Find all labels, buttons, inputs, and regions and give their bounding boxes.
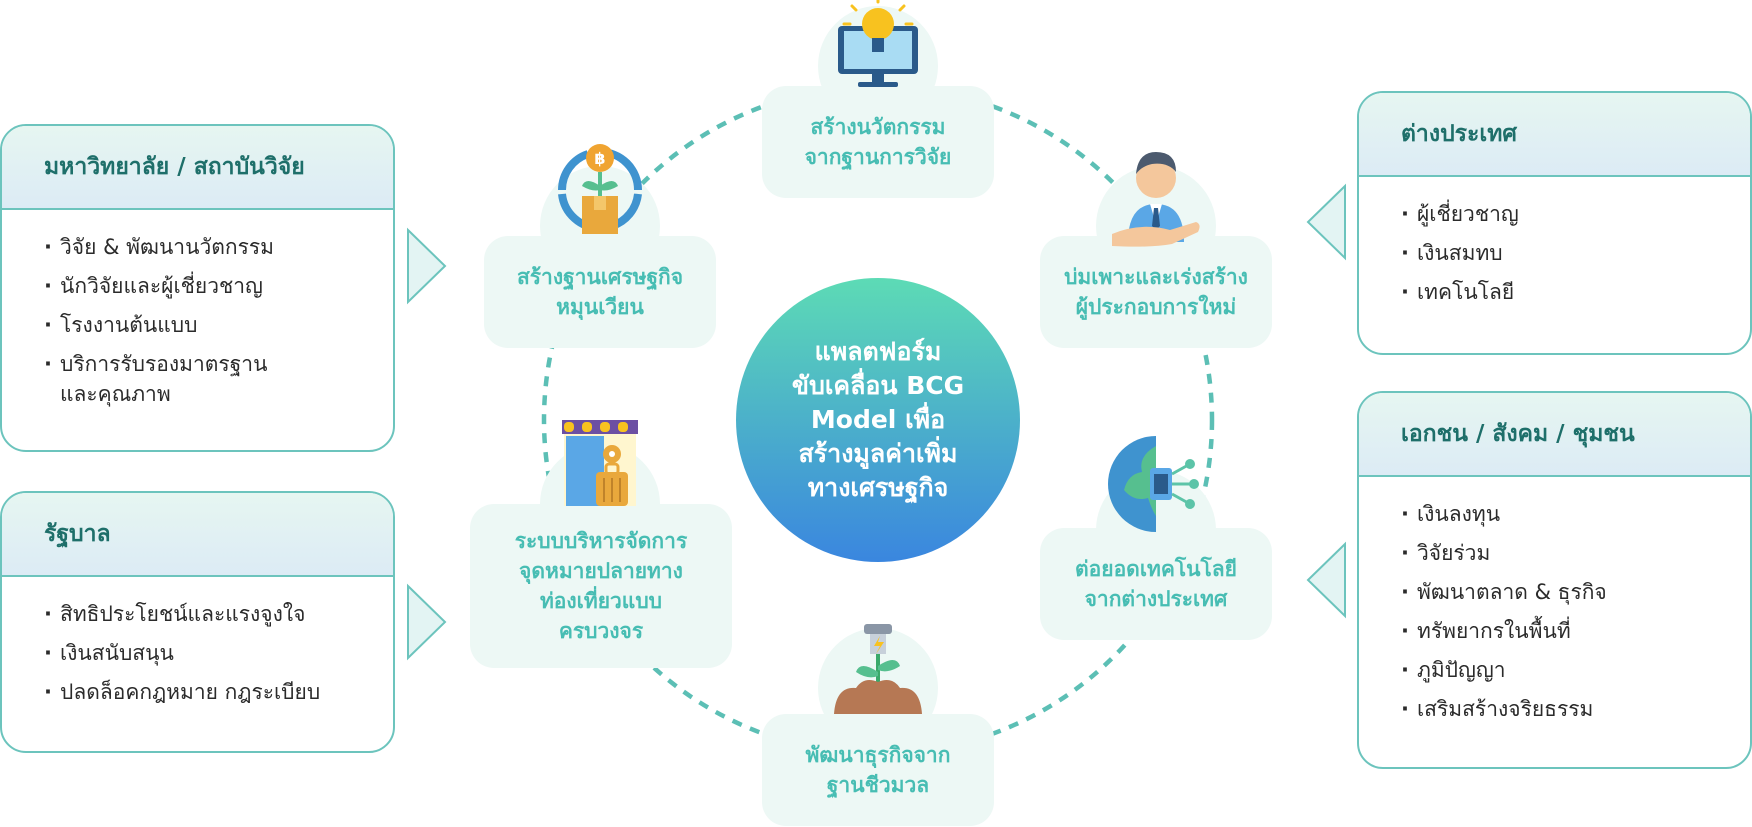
svg-text:฿: ฿ <box>594 149 605 168</box>
list-item: พัฒนาตลาด & ธุรกิจ <box>1401 577 1720 607</box>
step-card-tourism: ระบบบริหารจัดการ จุดหมายปลายทาง ท่องเที่… <box>470 504 732 668</box>
step-label: พัฒนาธุรกิจจาก ฐานชีวมวล <box>805 743 951 797</box>
list-item: ภูมิปัญญา <box>1401 655 1720 685</box>
list-item: ปลดล็อคกฎหมาย กฎระเบียบ <box>44 677 363 707</box>
panel-private: เอกชน / สังคม / ชุมชน เงินลงทุน วิจัยร่ว… <box>1357 391 1752 769</box>
step-label: บ่มเพาะและเร่งสร้าง ผู้ประกอบการใหม่ <box>1064 265 1248 319</box>
step-label: สร้างนวัตกรรม จากฐานการวิจัย <box>804 115 952 169</box>
panel-foreign: ต่างประเทศ ผู้เชี่ยวชาญ เงินสมทบ เทคโนโล… <box>1357 91 1752 355</box>
panel-title: เอกชน / สังคม / ชุมชน <box>1359 393 1750 477</box>
list-item: เงินสมทบ <box>1401 238 1720 268</box>
lightbulb-monitor-icon <box>838 0 918 87</box>
list-item: บริการรับรองมาตรฐาน และคุณภาพ <box>44 349 363 409</box>
panel-university: มหาวิทยาลัย / สถาบันวิจัย วิจัย & พัฒนาน… <box>0 124 395 452</box>
circular-economy-icon: ฿ <box>558 144 642 234</box>
list-item: โรงงานต้นแบบ <box>44 310 363 340</box>
globe-tech-icon <box>1108 436 1199 532</box>
panel-list: ผู้เชี่ยวชาญ เงินสมทบ เทคโนโลยี <box>1359 177 1750 307</box>
arrow-foreign <box>1306 183 1346 261</box>
panel-list: สิทธิประโยชน์และแรงจูงใจ เงินสนับสนุน ปล… <box>2 577 393 707</box>
plant-plug-icon <box>834 624 922 714</box>
cycle-ring <box>541 83 1215 757</box>
businessman-hand-icon <box>1112 152 1200 247</box>
center-title: แพลตฟอร์ม ขับเคลื่อน BCG Model เพื่อ สร้… <box>791 337 965 502</box>
list-item: สิทธิประโยชน์และแรงจูงใจ <box>44 599 363 629</box>
panel-list: วิจัย & พัฒนานวัตกรรม นักวิจัยและผู้เชี่… <box>2 210 393 409</box>
list-item: ทรัพยากรในพื้นที่ <box>1401 616 1720 646</box>
step-label: สร้างฐานเศรษฐกิจ หมุนเวียน <box>516 265 684 319</box>
tourism-luggage-icon <box>562 420 638 506</box>
panel-list: เงินลงทุน วิจัยร่วม พัฒนาตลาด & ธุรกิจ ท… <box>1359 477 1750 724</box>
list-item: วิจัย & พัฒนานวัตกรรม <box>44 232 363 262</box>
list-item: เทคโนโลยี <box>1401 277 1720 307</box>
arrow-university <box>407 227 447 305</box>
step-card-innovation: สร้างนวัตกรรม จากฐานการวิจัย <box>762 86 994 198</box>
center-circle: แพลตฟอร์ม ขับเคลื่อน BCG Model เพื่อ สร้… <box>736 278 1020 562</box>
panel-government: รัฐบาล สิทธิประโยชน์และแรงจูงใจ เงินสนับ… <box>0 491 395 753</box>
step-label: ระบบบริหารจัดการ จุดหมายปลายทาง ท่องเที่… <box>514 529 688 643</box>
list-item: ผู้เชี่ยวชาญ <box>1401 199 1720 229</box>
step-card-foreign-tech: ต่อยอดเทคโนโลยี จากต่างประเทศ <box>1040 528 1272 640</box>
list-item: นักวิจัยและผู้เชี่ยวชาญ <box>44 271 363 301</box>
step-label: ต่อยอดเทคโนโลยี จากต่างประเทศ <box>1075 557 1237 611</box>
list-item: เงินลงทุน <box>1401 499 1720 529</box>
panel-title: มหาวิทยาลัย / สถาบันวิจัย <box>2 126 393 210</box>
list-item: เสริมสร้างจริยธรรม <box>1401 694 1720 724</box>
arrow-government <box>407 583 447 661</box>
step-card-circular: สร้างฐานเศรษฐกิจ หมุนเวียน <box>484 236 716 348</box>
arrow-private <box>1306 541 1346 619</box>
panel-title: รัฐบาล <box>2 493 393 577</box>
panel-title: ต่างประเทศ <box>1359 93 1750 177</box>
step-card-biomass: พัฒนาธุรกิจจาก ฐานชีวมวล <box>762 714 994 826</box>
step-card-incubation: บ่มเพาะและเร่งสร้าง ผู้ประกอบการใหม่ <box>1040 236 1272 348</box>
list-item: วิจัยร่วม <box>1401 538 1720 568</box>
list-item: เงินสนับสนุน <box>44 638 363 668</box>
